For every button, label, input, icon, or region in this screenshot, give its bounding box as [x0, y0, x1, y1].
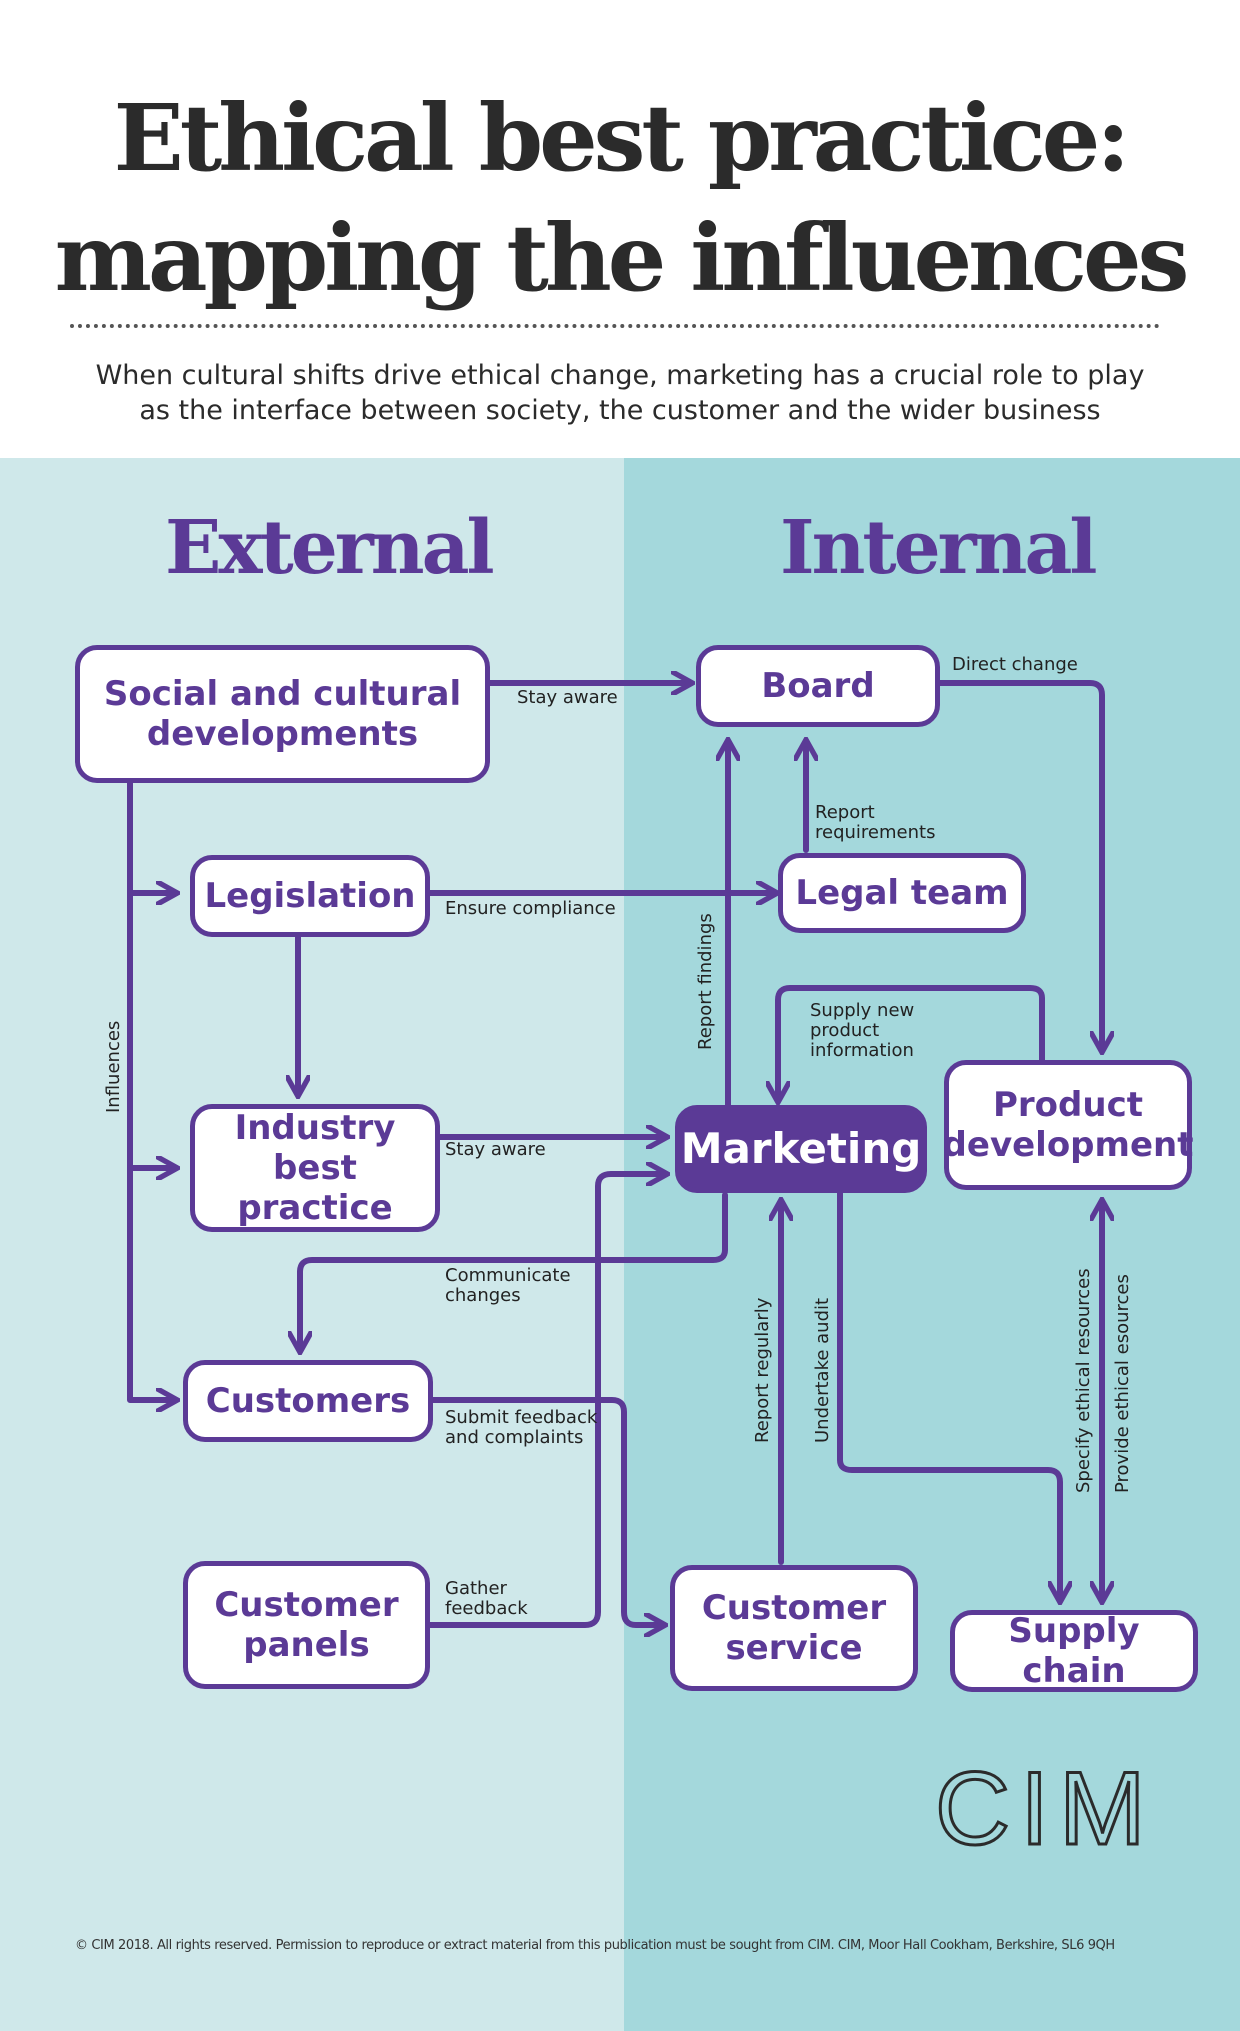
page-title: Ethical best practice: mapping the influ… [0, 78, 1240, 318]
arrow-marketing-to-customers [300, 1192, 728, 1350]
node-label: Board [761, 666, 875, 706]
label-influences: Influences [103, 1020, 124, 1113]
arrow-board-to-product [937, 680, 1102, 1050]
node-industry-best-practice: Industry best practice [190, 1104, 440, 1232]
label-report-findings: Report findings [695, 913, 716, 1050]
node-customers: Customers [183, 1360, 433, 1442]
node-label: Customers [205, 1381, 411, 1421]
title-line-2: mapping the influences [54, 204, 1190, 312]
arrow-marketing-to-supply [837, 1189, 1060, 1600]
label-supply-product-info: Supply new product information [810, 1000, 915, 1061]
node-label: Legislation [204, 876, 416, 916]
label-communicate-changes: Communicate changes [445, 1265, 571, 1306]
subtitle-line-1: When cultural shifts drive ethical chang… [95, 360, 1145, 391]
node-label: Supply chain [1008, 1611, 1140, 1691]
node-product-development: Product development [942, 1060, 1194, 1190]
subtitle-line-2: as the interface between society, the cu… [139, 395, 1101, 426]
node-label: Legal team [795, 873, 1009, 913]
label-gather-feedback: Gather feedback [445, 1578, 528, 1619]
node-board: Board [696, 645, 940, 727]
label-undertake-audit: Undertake audit [812, 1297, 833, 1443]
node-customer-panels: Customer panels [183, 1561, 430, 1689]
arrow-product-to-marketing [778, 985, 1045, 1100]
dotted-divider [70, 324, 1160, 328]
label-stay-aware-board: Stay aware [517, 687, 618, 708]
node-label: Industry best practice [234, 1108, 396, 1228]
copyright-notice: © CIM 2018. All rights reserved. Permiss… [75, 1938, 1115, 1953]
arrow-customers-to-service [429, 1397, 663, 1625]
node-legal-team: Legal team [778, 853, 1026, 933]
node-label: Product development [942, 1085, 1194, 1165]
node-customer-service: Customer service [670, 1565, 918, 1691]
internal-heading: Internal [780, 505, 1098, 591]
label-report-regularly: Report regularly [752, 1297, 773, 1443]
label-ensure-compliance: Ensure compliance [445, 898, 616, 919]
label-provide-ethical-resources: Provide ethical esources [1112, 1274, 1133, 1493]
node-label: Social and cultural developments [103, 674, 462, 754]
node-marketing: Marketing [675, 1105, 927, 1193]
label-submit-feedback: Submit feedback and complaints [445, 1407, 598, 1448]
subtitle: When cultural shifts drive ethical chang… [0, 358, 1240, 428]
node-label: Customer panels [214, 1585, 399, 1665]
title-line-1: Ethical best practice: [113, 84, 1131, 192]
external-heading: External [165, 505, 495, 591]
node-label: Customer service [701, 1588, 887, 1668]
node-social-cultural: Social and cultural developments [75, 645, 490, 783]
arrow-panels-to-marketing [427, 1174, 665, 1628]
label-specify-ethical-resources: Specify ethical resources [1073, 1268, 1094, 1493]
node-supply-chain: Supply chain [950, 1610, 1198, 1692]
label-report-requirements: Report requirements [815, 802, 936, 843]
cim-logo: CIM [935, 1760, 1156, 1860]
node-label: Marketing [680, 1124, 922, 1173]
label-stay-aware-marketing: Stay aware [445, 1139, 546, 1160]
cim-logo-text: CIM [935, 1760, 1156, 1860]
label-direct-change: Direct change [952, 654, 1078, 675]
node-legislation: Legislation [190, 855, 430, 937]
arrow-influences-legislation [127, 780, 175, 1400]
